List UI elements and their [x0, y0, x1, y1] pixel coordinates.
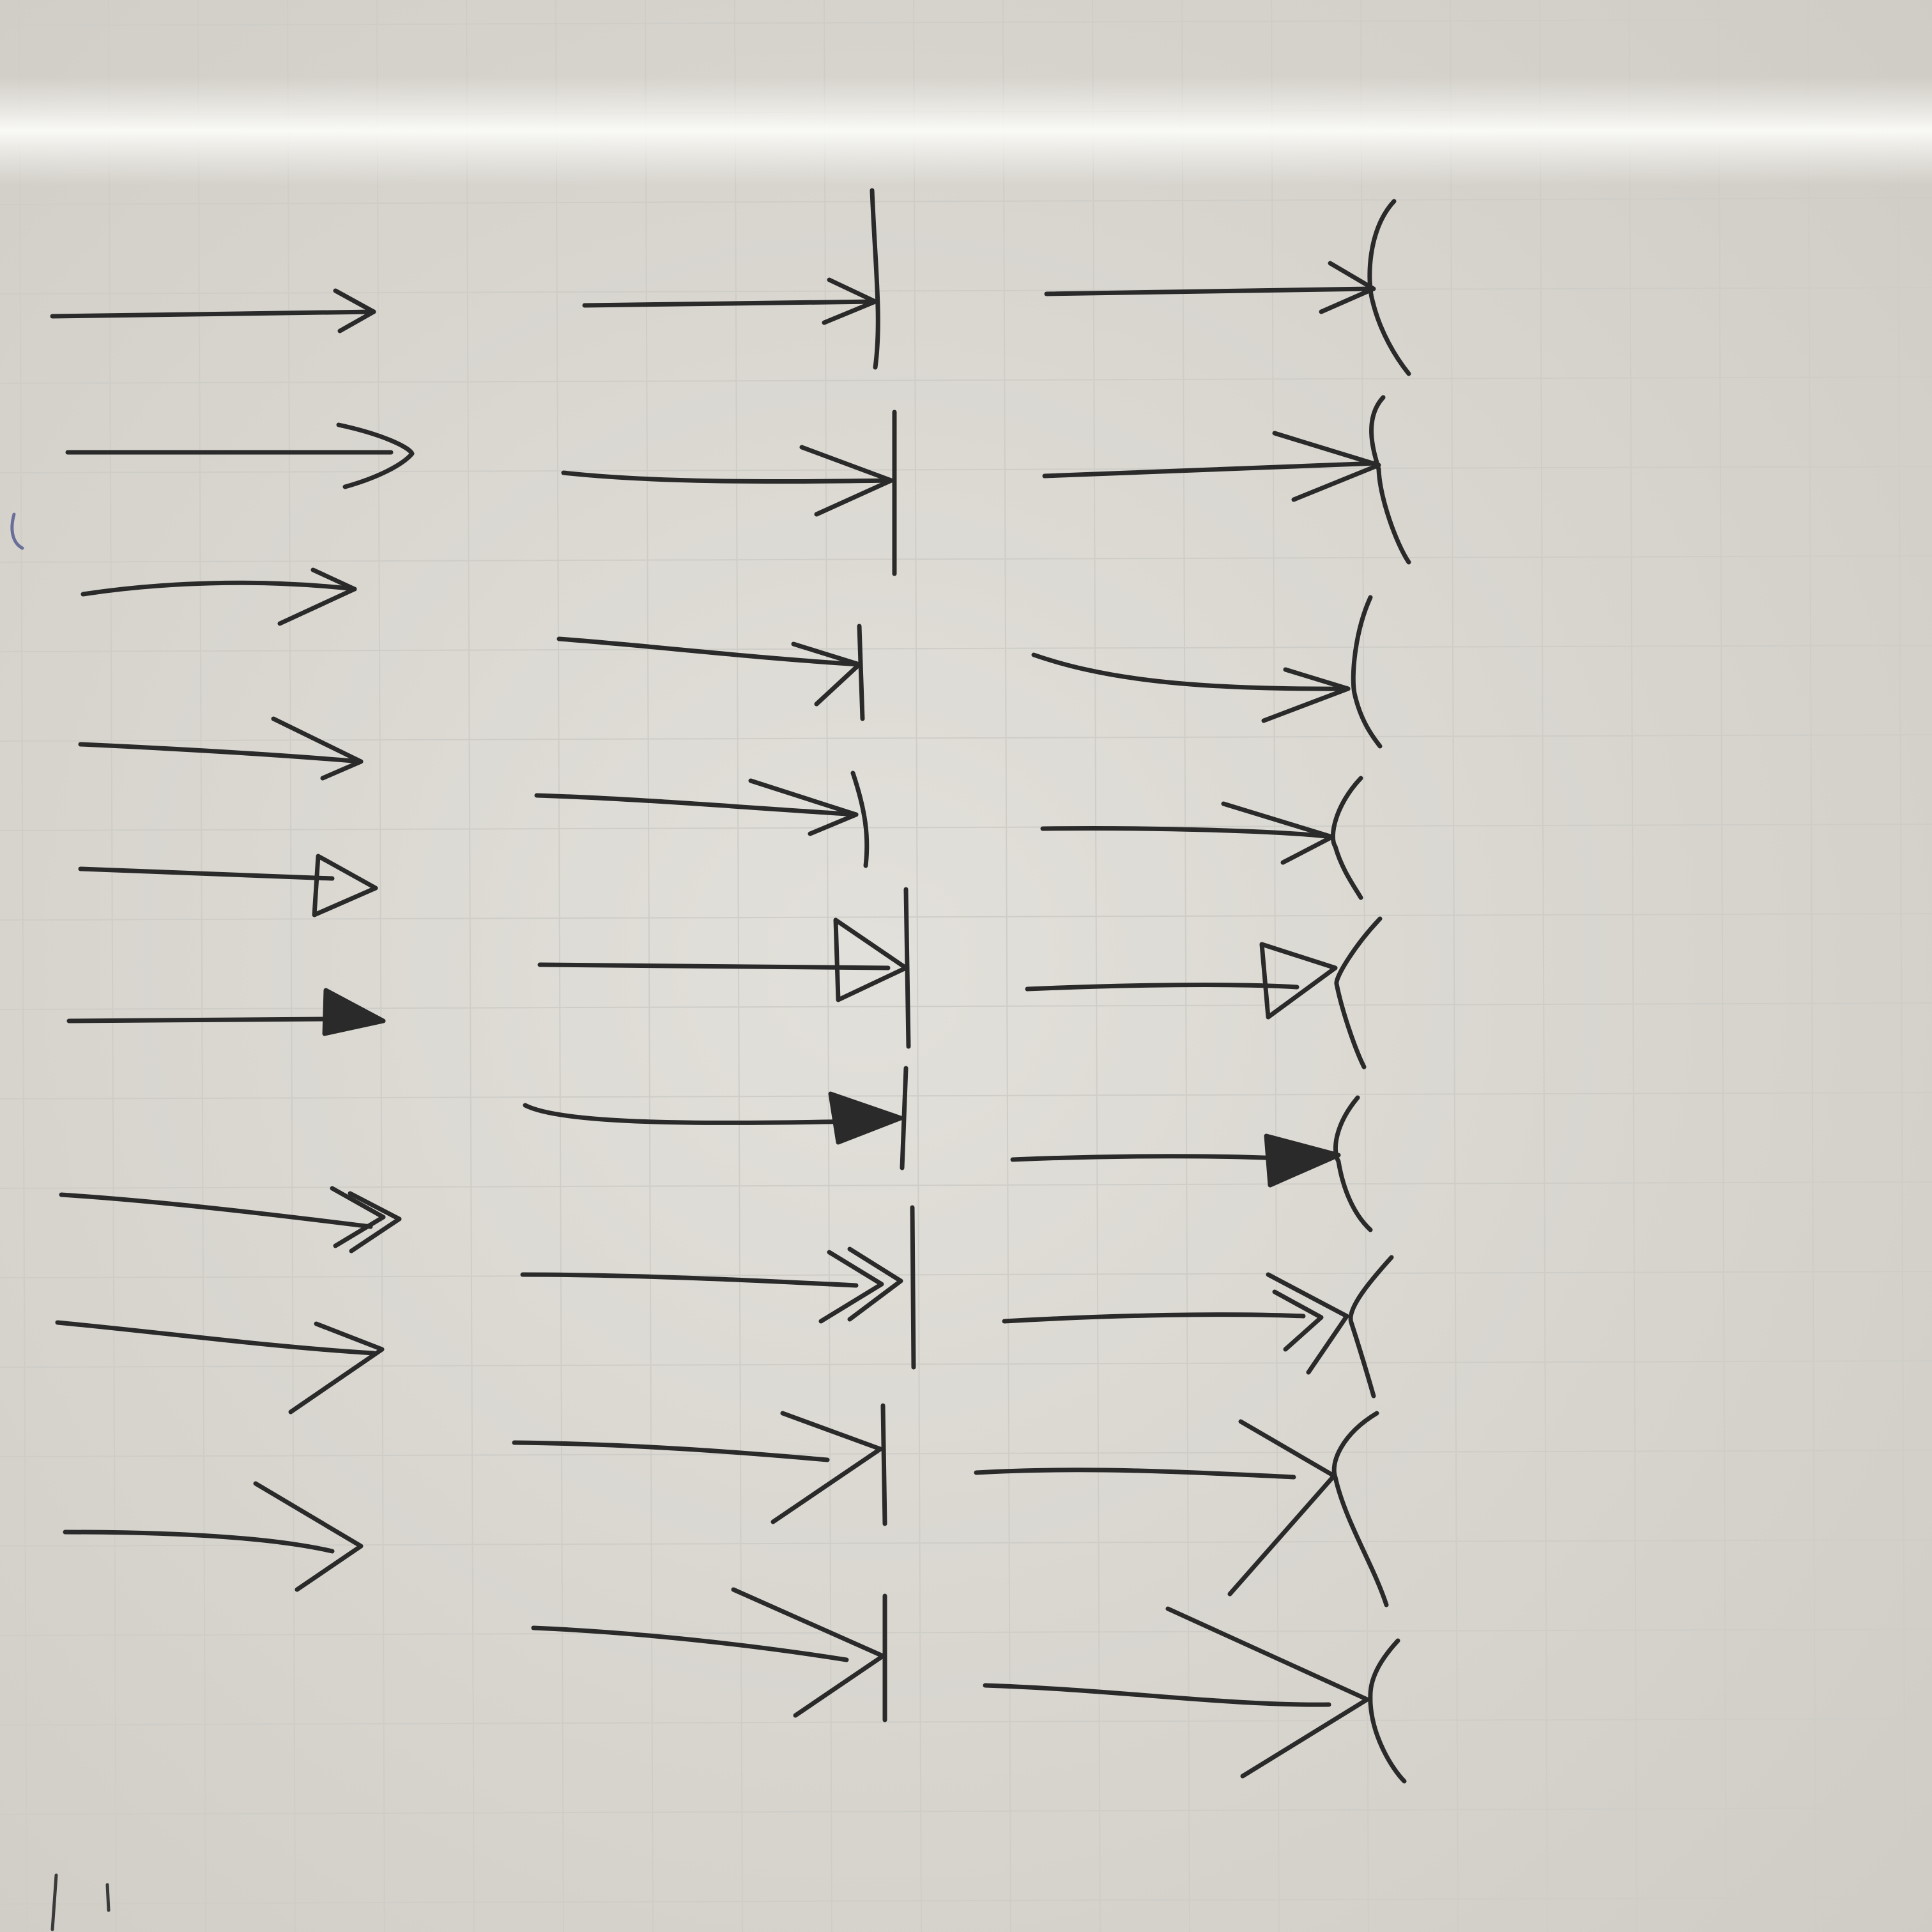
grid-line-horizontal: [0, 824, 1932, 831]
grid-line-horizontal: [0, 197, 1932, 205]
grid-line-vertical: [1002, 0, 1011, 1932]
grid-line-horizontal: [0, 1181, 1932, 1189]
grid-line-horizontal: [0, 1539, 1932, 1547]
arrow-plain-6: [66, 988, 386, 1036]
grid-line-horizontal: [0, 645, 1932, 652]
arrow-curve-4: [1040, 776, 1363, 900]
grid-line-horizontal: [0, 1450, 1932, 1457]
light-glare: [0, 77, 1932, 185]
grid-line-horizontal: [0, 1002, 1932, 1010]
grid-line-horizontal: [0, 466, 1932, 473]
arrow-curve-2: [1042, 395, 1411, 565]
grid-line-vertical: [1181, 0, 1190, 1932]
arrow-curve-5: [1025, 916, 1383, 1070]
grid-line-vertical: [1629, 0, 1637, 1932]
arrow-bar-4: [534, 770, 870, 868]
arrow-bar-9: [531, 1587, 887, 1722]
grid-line-vertical: [108, 0, 117, 1932]
arrow-bar-8: [512, 1403, 887, 1526]
grid-line-horizontal: [0, 376, 1932, 384]
grid-line-horizontal: [0, 1807, 1932, 1815]
grid-line-vertical: [1807, 0, 1816, 1932]
grid-line-vertical: [1092, 0, 1101, 1932]
grid-line-horizontal: [0, 1092, 1932, 1100]
grid-line-vertical: [376, 0, 385, 1932]
marker-tick-2: [105, 1883, 111, 1912]
arrow-plain-7: [59, 1186, 402, 1254]
arrow-plain-5: [78, 854, 378, 917]
grid-line-vertical: [197, 0, 206, 1932]
grid-line-horizontal: [0, 1629, 1932, 1636]
arrow-bar-3: [556, 624, 865, 721]
arrow-plain-8: [55, 1320, 385, 1414]
grid-line-vertical: [1897, 0, 1906, 1932]
grid-line-vertical: [1360, 0, 1369, 1932]
grid-line-vertical: [1539, 0, 1548, 1932]
grid-line-horizontal: [0, 555, 1932, 563]
arrow-plain-4: [78, 716, 364, 781]
grid-line-vertical: [913, 0, 922, 1932]
arrow-curve-8: [974, 1411, 1389, 1607]
grid-line-horizontal: [0, 1897, 1932, 1905]
grid-line-horizontal: [0, 287, 1932, 295]
arrow-curve-9: [983, 1606, 1407, 1784]
arrow-plain-3: [80, 567, 357, 626]
grid-line-vertical: [1718, 0, 1727, 1932]
arrow-plain-2: [65, 422, 415, 489]
grid-line-horizontal: [0, 1271, 1932, 1278]
arrow-bar-2: [561, 410, 897, 576]
arrow-curve-6: [1010, 1095, 1373, 1232]
arrow-curve-3: [1031, 595, 1383, 749]
arrow-bar-5: [537, 887, 911, 1049]
grid-line-vertical: [287, 0, 296, 1932]
arrow-bar-1: [582, 188, 880, 370]
grid-line-vertical: [19, 0, 27, 1932]
marker-tick-1: [50, 1873, 58, 1931]
arrow-bar-6: [523, 1066, 908, 1170]
grid-line-horizontal: [0, 19, 1932, 26]
arrow-plain-1: [50, 288, 376, 334]
arrow-bar-7: [520, 1205, 916, 1370]
grid-line-vertical: [1271, 0, 1280, 1932]
grid-line-vertical: [466, 0, 475, 1932]
grid-line-horizontal: [0, 913, 1932, 921]
marker-smudge: [10, 512, 24, 550]
arrow-curve-1: [1044, 199, 1411, 376]
arrow-curve-7: [1002, 1255, 1394, 1399]
grid-line-horizontal: [0, 1718, 1932, 1726]
arrow-plain-9: [63, 1481, 364, 1592]
grid-line-horizontal: [0, 1360, 1932, 1368]
grid-line-vertical: [1450, 0, 1459, 1932]
